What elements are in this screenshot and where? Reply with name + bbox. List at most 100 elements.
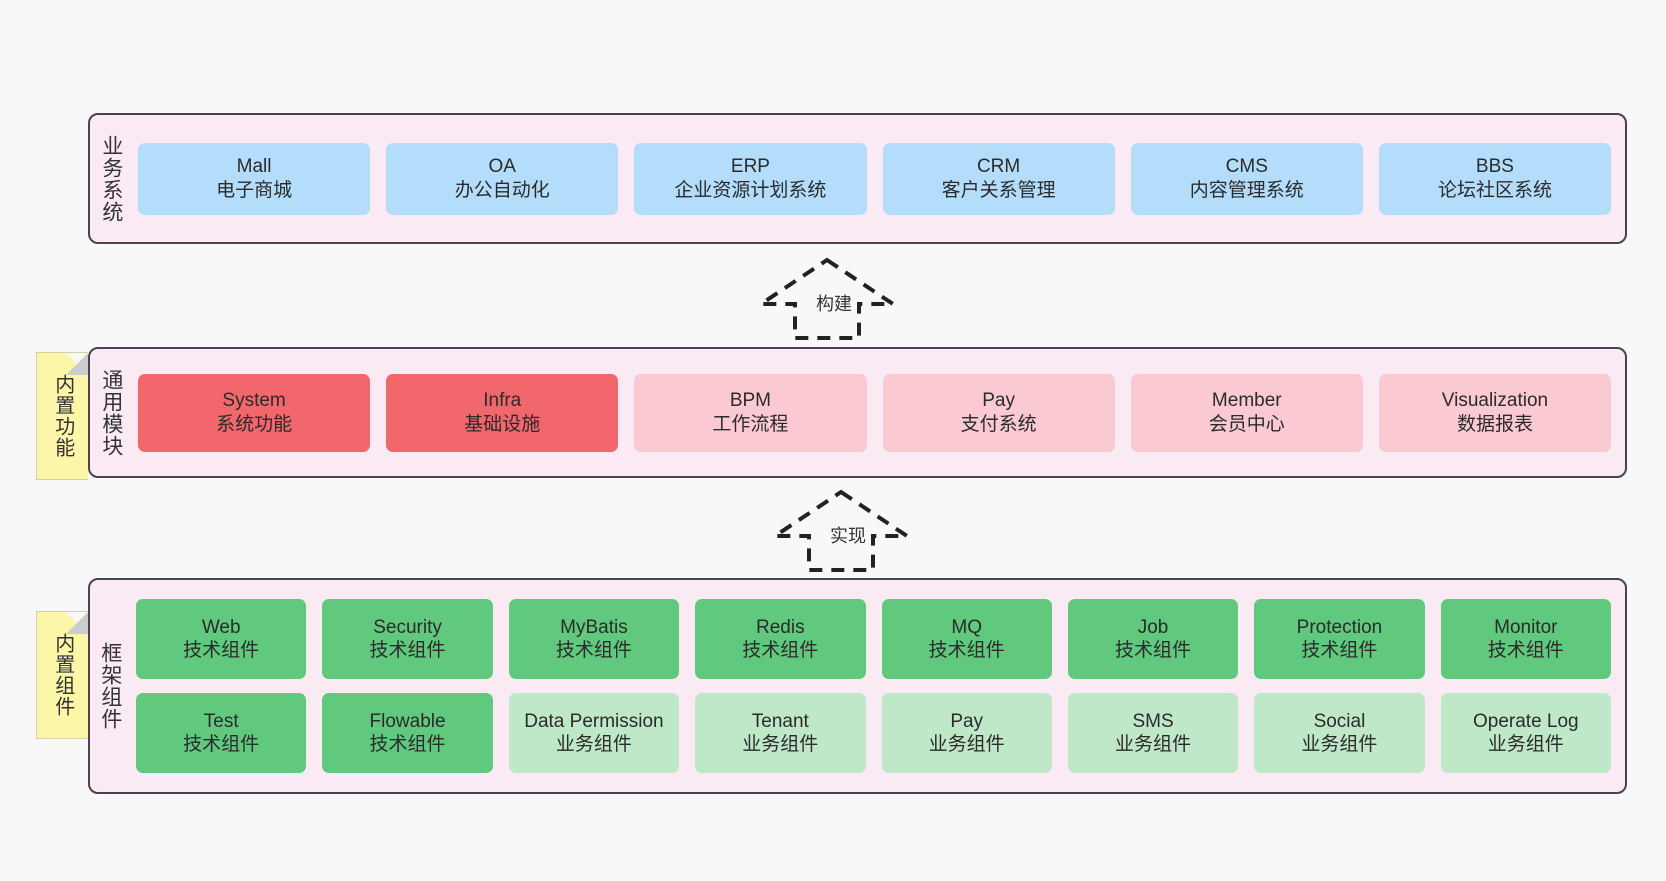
node-mq[interactable]: MQ 技术组件 (881, 599, 1052, 679)
node-title: Test (203, 710, 239, 732)
node-system[interactable]: System 系统功能 (138, 373, 371, 452)
layer-common-modules: 通用模块 System 系统功能 Infra 基础设施 BPM 工作流程 Pay… (88, 347, 1627, 478)
node-subtitle: 客户关系管理 (941, 179, 1056, 201)
node-test[interactable]: Test 技术组件 (136, 693, 307, 773)
node-title: Visualization (1441, 390, 1549, 412)
node-subtitle: 业务组件 (1487, 734, 1564, 755)
arrow-build-label: 构建 (813, 290, 855, 316)
layer-body-framework: Web 技术组件 Security 技术组件 MyBatis 技术组件 Redi… (130, 580, 1625, 792)
node-subtitle: 技术组件 (928, 640, 1005, 661)
node-title: BPM (729, 390, 772, 412)
node-title: BBS (1475, 156, 1514, 178)
node-subtitle: 业务组件 (1301, 734, 1378, 755)
layer-title-business: 业务系统 (99, 134, 123, 223)
node-subtitle: 技术组件 (1115, 640, 1192, 661)
node-subtitle: 业务组件 (928, 734, 1005, 755)
node-pay-business[interactable]: Pay 业务组件 (881, 693, 1052, 773)
node-visualization[interactable]: Visualization 数据报表 (1378, 373, 1612, 452)
node-pay[interactable]: Pay 支付系统 (882, 373, 1115, 452)
node-title: Protection (1296, 616, 1383, 638)
node-subtitle: 会员中心 (1208, 413, 1285, 435)
layer-row: Mall 电子商城 OA 办公自动化 ERP 企业资源计划系统 CRM 客户关系… (138, 142, 1612, 215)
node-subtitle: 技术组件 (1487, 640, 1564, 661)
node-title: ERP (730, 156, 770, 178)
node-member[interactable]: Member 会员中心 (1130, 373, 1363, 452)
node-subtitle: 工作流程 (712, 413, 789, 435)
arrow-implement: 实现 (768, 489, 914, 572)
node-title: CRM (976, 156, 1021, 178)
node-title: Mall (236, 156, 272, 178)
node-title: Data Permission (524, 710, 664, 732)
node-social[interactable]: Social 业务组件 (1254, 693, 1425, 773)
arrow-build: 构建 (754, 257, 900, 340)
node-title: Flowable (369, 710, 446, 732)
node-subtitle: 论坛社区系统 (1437, 179, 1552, 201)
node-security[interactable]: Security 技术组件 (322, 599, 493, 679)
node-operate-log[interactable]: Operate Log 业务组件 (1440, 693, 1611, 773)
node-subtitle: 技术组件 (555, 640, 632, 661)
node-subtitle: 技术组件 (742, 640, 819, 661)
node-monitor[interactable]: Monitor 技术组件 (1440, 599, 1611, 679)
node-redis[interactable]: Redis 技术组件 (695, 599, 866, 679)
node-sms[interactable]: SMS 业务组件 (1067, 693, 1239, 773)
node-title: Web (201, 616, 241, 638)
node-subtitle: 技术组件 (1301, 640, 1378, 661)
node-job[interactable]: Job 技术组件 (1067, 599, 1239, 679)
layer-body-common: System 系统功能 Infra 基础设施 BPM 工作流程 Pay 支付系统… (132, 349, 1625, 476)
layer-title-common: 通用模块 (99, 368, 123, 457)
node-oa[interactable]: OA 办公自动化 (386, 142, 619, 215)
node-data-permission[interactable]: Data Permission 业务组件 (508, 693, 680, 773)
node-flowable[interactable]: Flowable 技术组件 (322, 693, 493, 773)
node-title: System (222, 390, 286, 412)
node-subtitle: 技术组件 (369, 734, 446, 755)
node-crm[interactable]: CRM 客户关系管理 (882, 142, 1115, 215)
node-subtitle: 技术组件 (183, 734, 260, 755)
node-title: Member (1211, 390, 1282, 412)
node-title: Operate Log (1472, 710, 1579, 732)
node-mybatis[interactable]: MyBatis 技术组件 (508, 599, 680, 679)
node-title: Pay (950, 710, 984, 732)
node-subtitle: 数据报表 (1456, 413, 1533, 435)
node-title: Infra (483, 390, 522, 412)
node-web[interactable]: Web 技术组件 (136, 599, 307, 679)
layer-row: System 系统功能 Infra 基础设施 BPM 工作流程 Pay 支付系统… (138, 373, 1612, 452)
node-infra[interactable]: Infra 基础设施 (386, 373, 619, 452)
node-title: MQ (951, 616, 982, 638)
node-erp[interactable]: ERP 企业资源计划系统 (634, 142, 867, 215)
node-title: CMS (1225, 156, 1268, 178)
node-subtitle: 电子商城 (216, 179, 293, 201)
node-subtitle: 系统功能 (216, 413, 293, 435)
node-subtitle: 内容管理系统 (1189, 179, 1304, 201)
arrow-implement-label: 实现 (827, 522, 869, 548)
node-title: Security (373, 616, 442, 638)
node-bpm[interactable]: BPM 工作流程 (634, 373, 867, 452)
note-label: 内置功能 (51, 374, 74, 458)
layer-row: Web 技术组件 Security 技术组件 MyBatis 技术组件 Redi… (136, 599, 1611, 679)
layer-business-systems: 业务系统 Mall 电子商城 OA 办公自动化 ERP 企业资源计划系统 CRM… (88, 113, 1627, 244)
node-protection[interactable]: Protection 技术组件 (1254, 599, 1425, 679)
layer-title-framework: 框架组件 (98, 642, 122, 730)
node-mall[interactable]: Mall 电子商城 (138, 142, 371, 215)
node-subtitle: 业务组件 (1115, 734, 1192, 755)
layer-body-business: Mall 电子商城 OA 办公自动化 ERP 企业资源计划系统 CRM 客户关系… (132, 115, 1625, 242)
node-title: Pay (982, 390, 1015, 412)
note-label: 内置组件 (51, 633, 74, 717)
node-title: Social (1313, 710, 1366, 732)
node-title: Tenant (751, 710, 809, 732)
node-title: Job (1137, 616, 1169, 638)
node-subtitle: 企业资源计划系统 (674, 179, 827, 201)
node-subtitle: 业务组件 (742, 734, 819, 755)
node-cms[interactable]: CMS 内容管理系统 (1130, 142, 1363, 215)
layer-framework-components: 框架组件 Web 技术组件 Security 技术组件 MyBatis 技术组件… (88, 578, 1627, 794)
layer-row: Test 技术组件 Flowable 技术组件 Data Permission … (136, 693, 1611, 773)
node-title: OA (488, 156, 516, 178)
node-title: SMS (1132, 710, 1174, 732)
node-tenant[interactable]: Tenant 业务组件 (695, 693, 866, 773)
node-subtitle: 技术组件 (369, 640, 446, 661)
note-builtin-functions: 内置功能 (36, 352, 88, 480)
node-title: MyBatis (560, 616, 628, 638)
node-subtitle: 业务组件 (555, 734, 632, 755)
node-bbs[interactable]: BBS 论坛社区系统 (1378, 142, 1612, 215)
node-subtitle: 基础设施 (464, 413, 541, 435)
